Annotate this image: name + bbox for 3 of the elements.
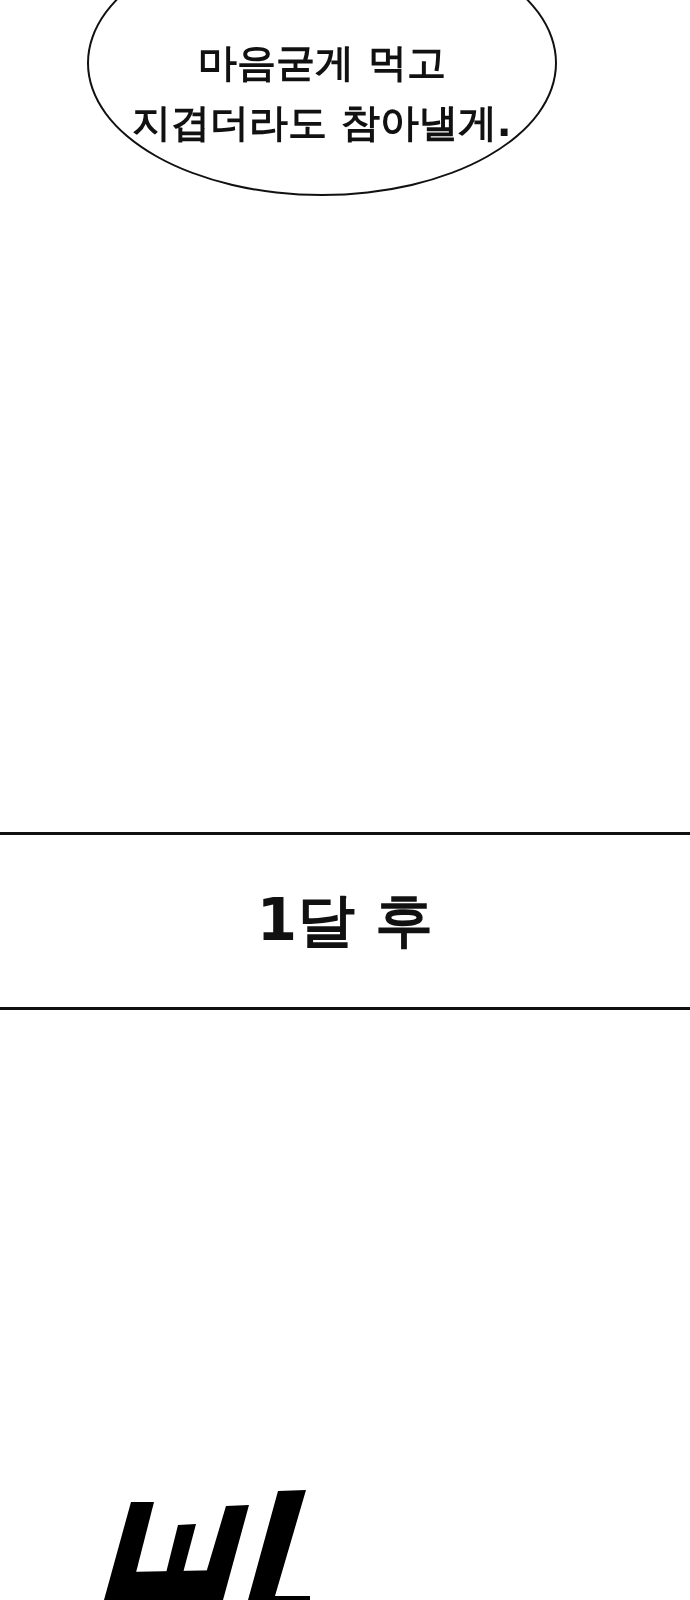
caption-band	[0, 832, 690, 1010]
speech-text: 마음굳게 먹고 지겹더라도 참아낼게.	[131, 39, 513, 147]
caption-text: 1달 후	[256, 885, 434, 956]
